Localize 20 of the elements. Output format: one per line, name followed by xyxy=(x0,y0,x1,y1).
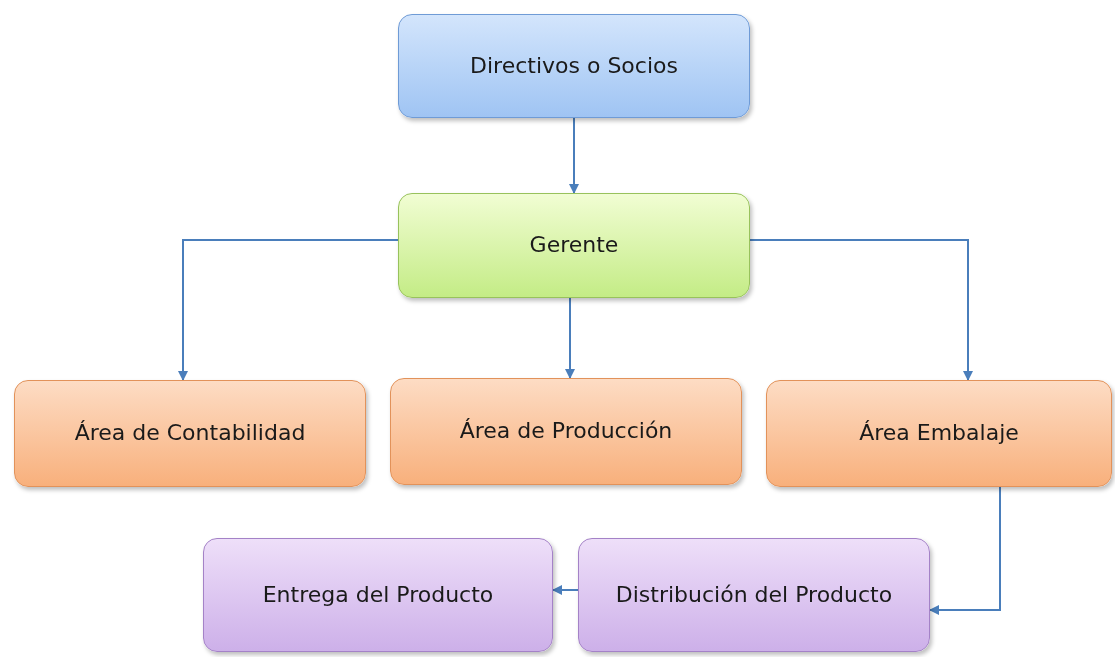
process-box xyxy=(766,380,1112,487)
process-box xyxy=(398,193,750,298)
arrow xyxy=(569,117,579,194)
box-label: Gerente xyxy=(529,231,619,260)
arrow xyxy=(565,297,575,379)
process-box xyxy=(398,14,750,118)
arrow xyxy=(178,239,399,381)
process-box xyxy=(390,378,742,485)
arrow xyxy=(929,486,1001,615)
box-label: Área Embalaje xyxy=(859,419,1019,448)
arrow xyxy=(552,585,579,595)
arrow xyxy=(749,239,973,381)
box-label: Entrega del Producto xyxy=(262,580,494,609)
process-box xyxy=(578,538,930,652)
box-label: Área de Contabilidad xyxy=(74,419,306,448)
process-box xyxy=(203,538,553,652)
box-label: Directivos o Socios xyxy=(470,51,678,80)
box-label: Distribución del Producto xyxy=(615,580,893,609)
box-label: Área de Producción xyxy=(459,417,673,446)
process-box xyxy=(14,380,366,487)
